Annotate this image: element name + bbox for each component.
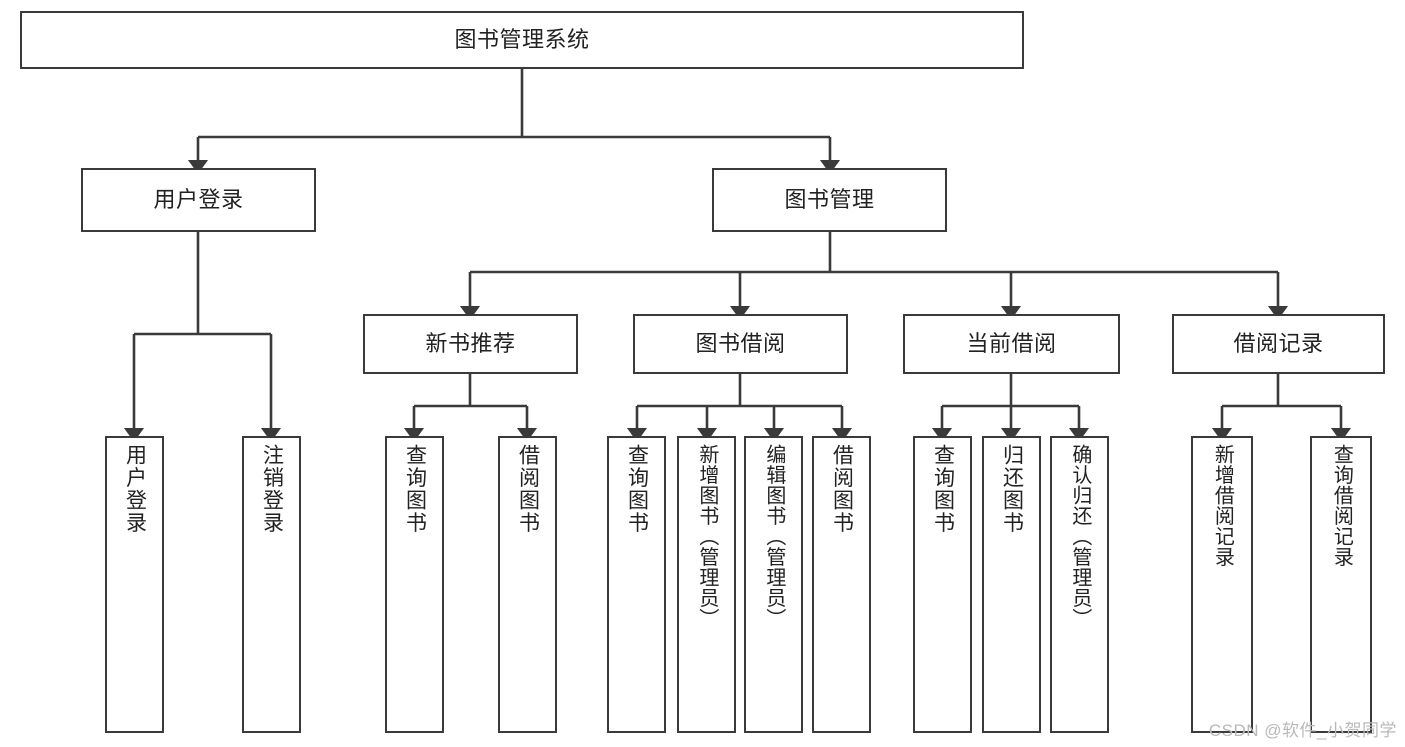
node-label: 用户登录 — [153, 186, 244, 212]
node-label: 查询图书 — [931, 444, 955, 534]
node-label: 图书管理系统 — [454, 26, 590, 52]
leaf-current-borrow-confirm-return[interactable]: 确认归还（管理员） — [1050, 436, 1109, 733]
leaf-user-login[interactable]: 用户登录 — [105, 436, 164, 733]
node-label: 查询图书 — [403, 444, 427, 534]
node-label: 确认归还（管理员） — [1068, 444, 1091, 629]
node-label: 当前借阅 — [966, 330, 1057, 356]
node-label: 图书借阅 — [695, 330, 786, 356]
leaf-book-borrow-borrow-book[interactable]: 借阅图书 — [812, 436, 871, 733]
node-label: 注销登录 — [260, 444, 284, 534]
node-label: 归还图书 — [1000, 444, 1024, 534]
node-new-book-recommend[interactable]: 新书推荐 — [363, 314, 578, 374]
node-label: 用户登录 — [123, 444, 147, 534]
node-user-login[interactable]: 用户登录 — [81, 168, 316, 232]
node-label: 新增图书（管理员） — [695, 444, 718, 629]
leaf-borrow-record-query-record[interactable]: 查询借阅记录 — [1310, 436, 1372, 733]
leaf-borrow-record-add-record[interactable]: 新增借阅记录 — [1191, 436, 1253, 733]
node-book-borrow[interactable]: 图书借阅 — [633, 314, 848, 374]
leaf-current-borrow-query-book[interactable]: 查询图书 — [913, 436, 972, 733]
node-label: 图书管理 — [784, 186, 875, 212]
leaf-book-borrow-add-book[interactable]: 新增图书（管理员） — [677, 436, 736, 733]
node-label: 查询图书 — [625, 444, 649, 534]
leaf-book-borrow-query-book[interactable]: 查询图书 — [607, 436, 666, 733]
leaf-current-borrow-return-book[interactable]: 归还图书 — [982, 436, 1041, 733]
node-label: 新书推荐 — [425, 330, 516, 356]
node-label: 借阅图书 — [830, 444, 854, 534]
node-label: 编辑图书（管理员） — [762, 444, 785, 629]
leaf-book-borrow-edit-book[interactable]: 编辑图书（管理员） — [744, 436, 803, 733]
node-label: 查询借阅记录 — [1330, 444, 1353, 567]
leaf-new-book-query-book[interactable]: 查询图书 — [385, 436, 444, 733]
node-label: 借阅图书 — [516, 444, 540, 534]
node-current-borrow[interactable]: 当前借阅 — [903, 314, 1120, 374]
node-borrow-record[interactable]: 借阅记录 — [1172, 314, 1385, 374]
leaf-logout[interactable]: 注销登录 — [242, 436, 301, 733]
node-label: 新增借阅记录 — [1211, 444, 1234, 567]
leaf-new-book-borrow-book[interactable]: 借阅图书 — [498, 436, 557, 733]
csdn-watermark: CSDN @软件_小贺同学 — [1208, 721, 1397, 740]
node-root-book-management-system[interactable]: 图书管理系统 — [20, 11, 1024, 69]
node-book-management[interactable]: 图书管理 — [712, 168, 947, 232]
node-label: 借阅记录 — [1233, 330, 1324, 356]
